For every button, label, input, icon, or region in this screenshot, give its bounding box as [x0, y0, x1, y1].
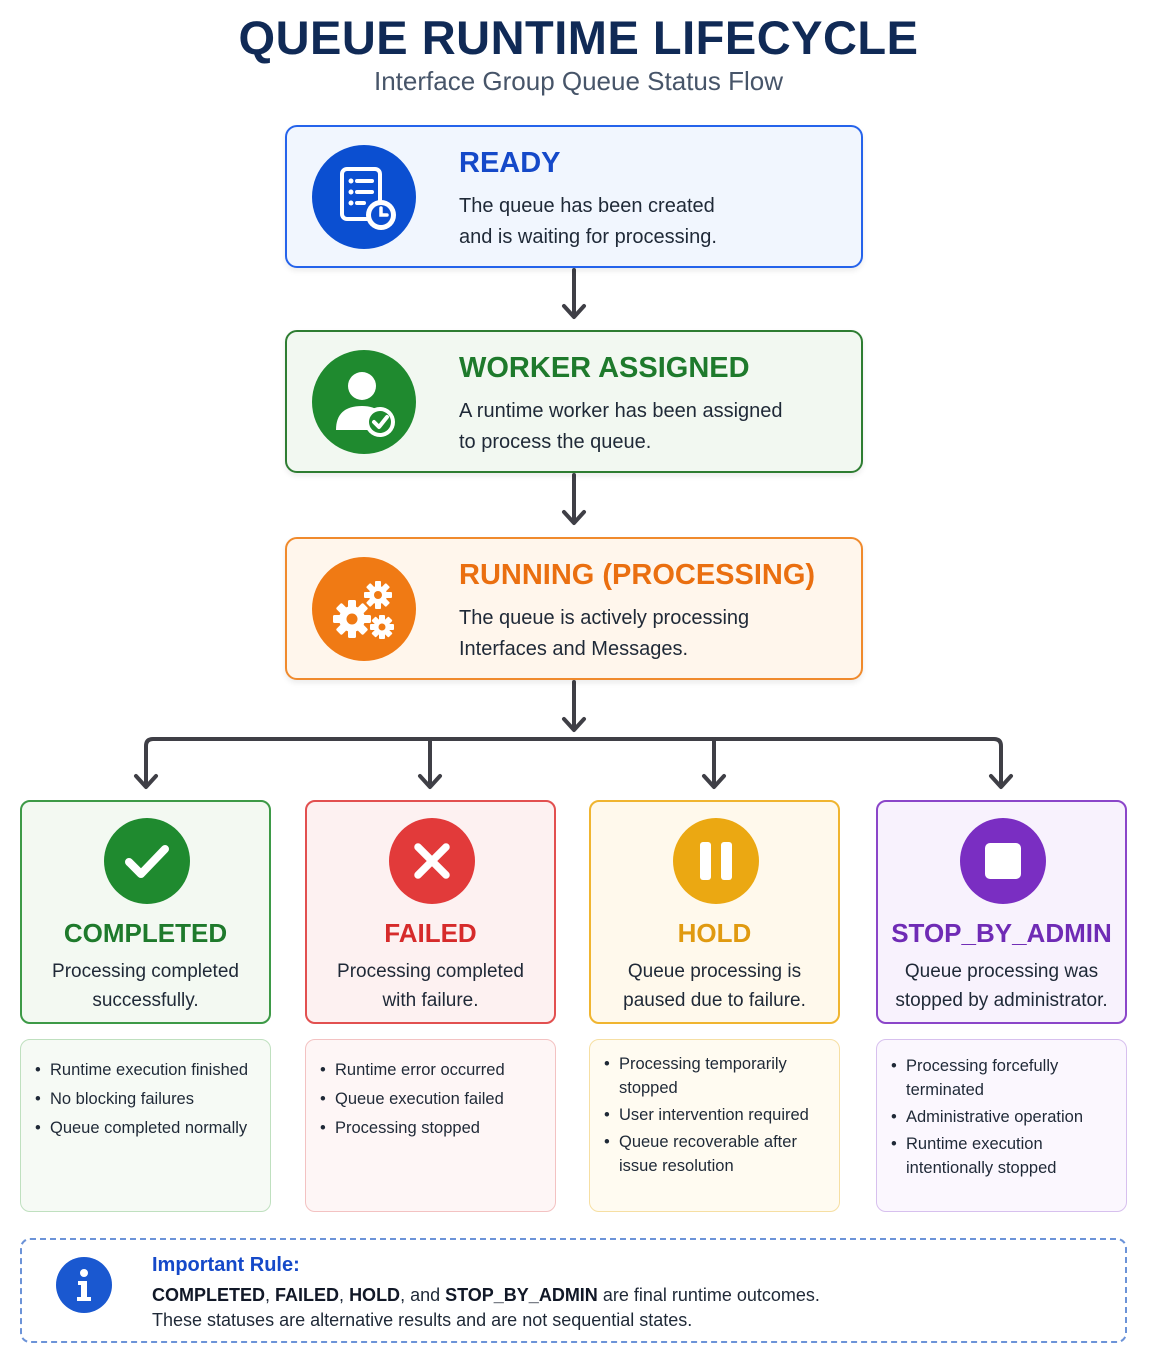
list-item: Processing stopped — [320, 1116, 545, 1140]
list-item: Runtime error occurred — [320, 1058, 545, 1082]
document-clock-icon — [312, 145, 416, 249]
outcome-title: FAILED — [384, 918, 477, 948]
page-subtitle: Interface Group Queue Status Flow — [374, 66, 783, 96]
outcome-description: Queue processing was stopped by administ… — [895, 961, 1108, 1011]
stage-title: WORKER ASSIGNED — [459, 352, 750, 384]
stage-ready: READY The queue has been created and is … — [285, 125, 863, 268]
list-item: Processing forcefully terminated — [891, 1054, 1116, 1102]
outcome-completed: COMPLETED Processing completed successfu… — [20, 800, 271, 1024]
stage-description: The queue has been created and is waitin… — [459, 195, 717, 248]
important-rule-box: Important Rule: COMPLETED, FAILED, HOLD,… — [20, 1238, 1127, 1343]
list-item: User intervention required — [604, 1103, 829, 1127]
outcome-title: HOLD — [677, 918, 752, 948]
stage-title: READY — [459, 147, 561, 179]
list-item: Queue recoverable after issue resolution — [604, 1130, 829, 1178]
stop-icon — [960, 818, 1046, 904]
outcome-title: STOP_BY_ADMIN — [891, 918, 1112, 948]
list-item: Processing temporarily stopped — [604, 1052, 829, 1100]
stage-description: A runtime worker has been assigned to pr… — [459, 400, 783, 453]
details-stop-by-admin: Processing forcefully terminated Adminis… — [876, 1039, 1127, 1212]
stage-running: RUNNING (PROCESSING) The queue is active… — [285, 537, 863, 680]
list-item: Runtime execution intentionally stopped — [891, 1132, 1116, 1180]
rule-title: Important Rule: — [152, 1254, 300, 1276]
list-item: Administrative operation — [891, 1105, 1116, 1129]
list-item: Runtime execution finished — [35, 1058, 260, 1082]
gears-icon — [312, 557, 416, 661]
outcome-hold: HOLD Queue processing is paused due to f… — [589, 800, 840, 1024]
checkmark-icon — [104, 818, 190, 904]
outcome-stop-by-admin: STOP_BY_ADMIN Queue processing was stopp… — [876, 800, 1127, 1024]
rule-text-line2: These statuses are alternative results a… — [152, 1310, 693, 1330]
pause-icon — [673, 818, 759, 904]
stage-description: The queue is actively processing Interfa… — [459, 607, 750, 660]
list-item: Queue completed normally — [35, 1116, 260, 1140]
rule-text-line1: COMPLETED, FAILED, HOLD, and STOP_BY_ADM… — [152, 1285, 820, 1305]
details-completed: Runtime execution finished No blocking f… — [20, 1039, 271, 1212]
details-failed: Runtime error occurred Queue execution f… — [305, 1039, 556, 1212]
outcome-description: Processing completed successfully. — [52, 961, 239, 1011]
outcome-failed: FAILED Processing completed with failure… — [305, 800, 556, 1024]
list-item: No blocking failures — [35, 1087, 260, 1111]
outcome-description: Processing completed with failure. — [337, 961, 524, 1011]
branch-line — [144, 737, 1003, 788]
stage-title: RUNNING (PROCESSING) — [459, 559, 816, 591]
outcome-title: COMPLETED — [63, 918, 228, 948]
outcome-description: Queue processing is paused due to failur… — [623, 961, 806, 1011]
user-check-icon — [312, 350, 416, 454]
page-title: QUEUE RUNTIME LIFECYCLE — [238, 11, 919, 64]
details-hold: Processing temporarily stopped User inte… — [589, 1039, 840, 1212]
x-mark-icon — [389, 818, 475, 904]
list-item: Queue execution failed — [320, 1087, 545, 1111]
stage-worker-assigned: WORKER ASSIGNED A runtime worker has bee… — [285, 330, 863, 473]
info-icon — [56, 1257, 112, 1313]
